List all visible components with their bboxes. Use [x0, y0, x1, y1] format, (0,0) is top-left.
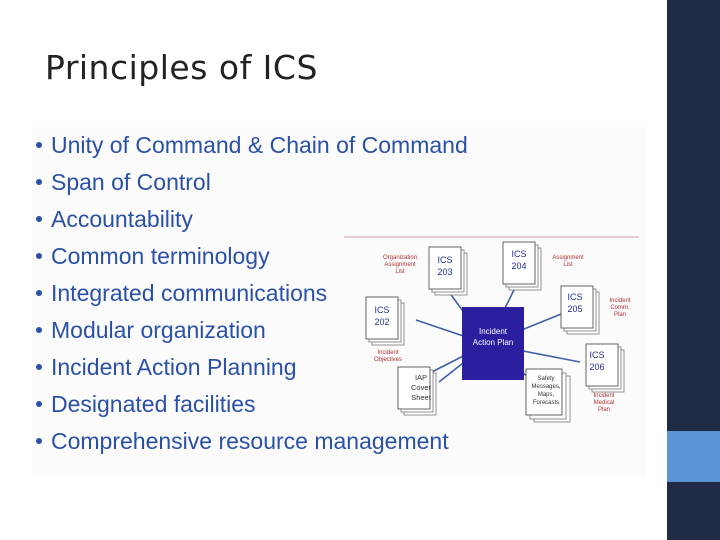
slide-title: Principles of ICS: [45, 48, 318, 87]
incident-action-plan-box: Incident Action Plan: [462, 307, 524, 380]
ics-203-line1: ICS: [437, 255, 452, 265]
label-org-line2: Assignment: [384, 262, 416, 268]
bullet-span-of-control: Span of Control: [36, 164, 468, 201]
label-comm-line3: Plan: [614, 312, 626, 318]
ics-206-line1: ICS: [589, 350, 604, 360]
safety-line2: Messages,: [531, 384, 560, 390]
label-medical-line2: Medical: [594, 400, 615, 406]
ics-203-line2: 203: [437, 267, 452, 277]
ics-204-line2: 204: [511, 261, 526, 271]
label-assign-line2: List: [563, 262, 573, 268]
bullet-integrated-communications: Integrated communications: [36, 275, 354, 312]
principles-list: Unity of Command & Chain of Command Span…: [36, 127, 468, 460]
label-org-line1: Organization: [383, 255, 417, 261]
ics-202-form: ICS 202: [365, 296, 405, 346]
center-line2: Action Plan: [473, 338, 513, 347]
bullet-dot: [36, 364, 42, 370]
bullet-dot: [36, 401, 42, 407]
ics-204-form: ICS 204: [502, 241, 542, 291]
ics-203-form: ICS 203: [428, 246, 468, 296]
label-comm-line1: Incident: [609, 298, 630, 304]
label-assign-line1: Assignment: [552, 255, 584, 261]
bullet-modular-organization: Modular organization: [36, 312, 468, 349]
bullet-dot: [36, 327, 42, 333]
safety-line1: Safety: [537, 376, 554, 382]
diagram-labels: Organization Assignment List Assignment …: [374, 255, 631, 413]
ics-202-line2: 202: [374, 317, 389, 327]
iap-cover-sheet-form: IAP Cover Sheet: [397, 366, 437, 416]
label-comm-line2: Comm.: [610, 305, 630, 311]
label-medical-line3: Plan: [598, 407, 610, 413]
ics-205-form: ICS 205: [560, 285, 600, 335]
bullet-unity-of-command: Unity of Command & Chain of Command: [36, 127, 468, 164]
label-org-line3: List: [395, 269, 405, 275]
ics-206-line2: 206: [589, 362, 604, 372]
bullet-accountability: Accountability: [36, 201, 468, 238]
bullet-dot: [36, 438, 42, 444]
ics-205-line2: 205: [567, 304, 582, 314]
ics-204-line1: ICS: [511, 249, 526, 259]
safety-messages-form: Safety Messages, Maps, Forecasts: [525, 368, 571, 423]
bullet-dot: [36, 142, 42, 148]
ics-205-line1: ICS: [567, 292, 582, 302]
label-objectives-line2: Objectives: [374, 357, 402, 363]
label-objectives-line1: Incident: [377, 350, 398, 356]
bullet-incident-action-planning: Incident Action Planning: [36, 349, 468, 386]
ics-206-form: ICS 206: [585, 343, 625, 393]
bullet-dot: [36, 253, 42, 259]
bullet-designated-facilities: Designated facilities: [36, 386, 468, 423]
label-medical-line1: Incident: [593, 393, 614, 399]
safety-line3: Maps,: [538, 392, 555, 398]
bullet-dot: [36, 216, 42, 222]
bullet-comprehensive-resource-management: Comprehensive resource management: [36, 423, 468, 460]
iap-line2: Cover: [411, 383, 432, 392]
iap-line1: IAP: [415, 373, 427, 382]
bullet-dot: [36, 290, 42, 296]
bullet-common-terminology: Common terminology: [36, 238, 468, 275]
bullet-dot: [36, 179, 42, 185]
ics-202-line1: ICS: [374, 305, 389, 315]
sidebar-accent-block: [667, 431, 720, 482]
center-line1: Incident: [479, 327, 508, 336]
safety-line4: Forecasts: [533, 400, 559, 406]
iap-line3: Sheet: [411, 393, 432, 402]
ics-diagram: ICS 203 ICS 204 ICS 202 ICS 205 ICS 206: [344, 236, 639, 423]
